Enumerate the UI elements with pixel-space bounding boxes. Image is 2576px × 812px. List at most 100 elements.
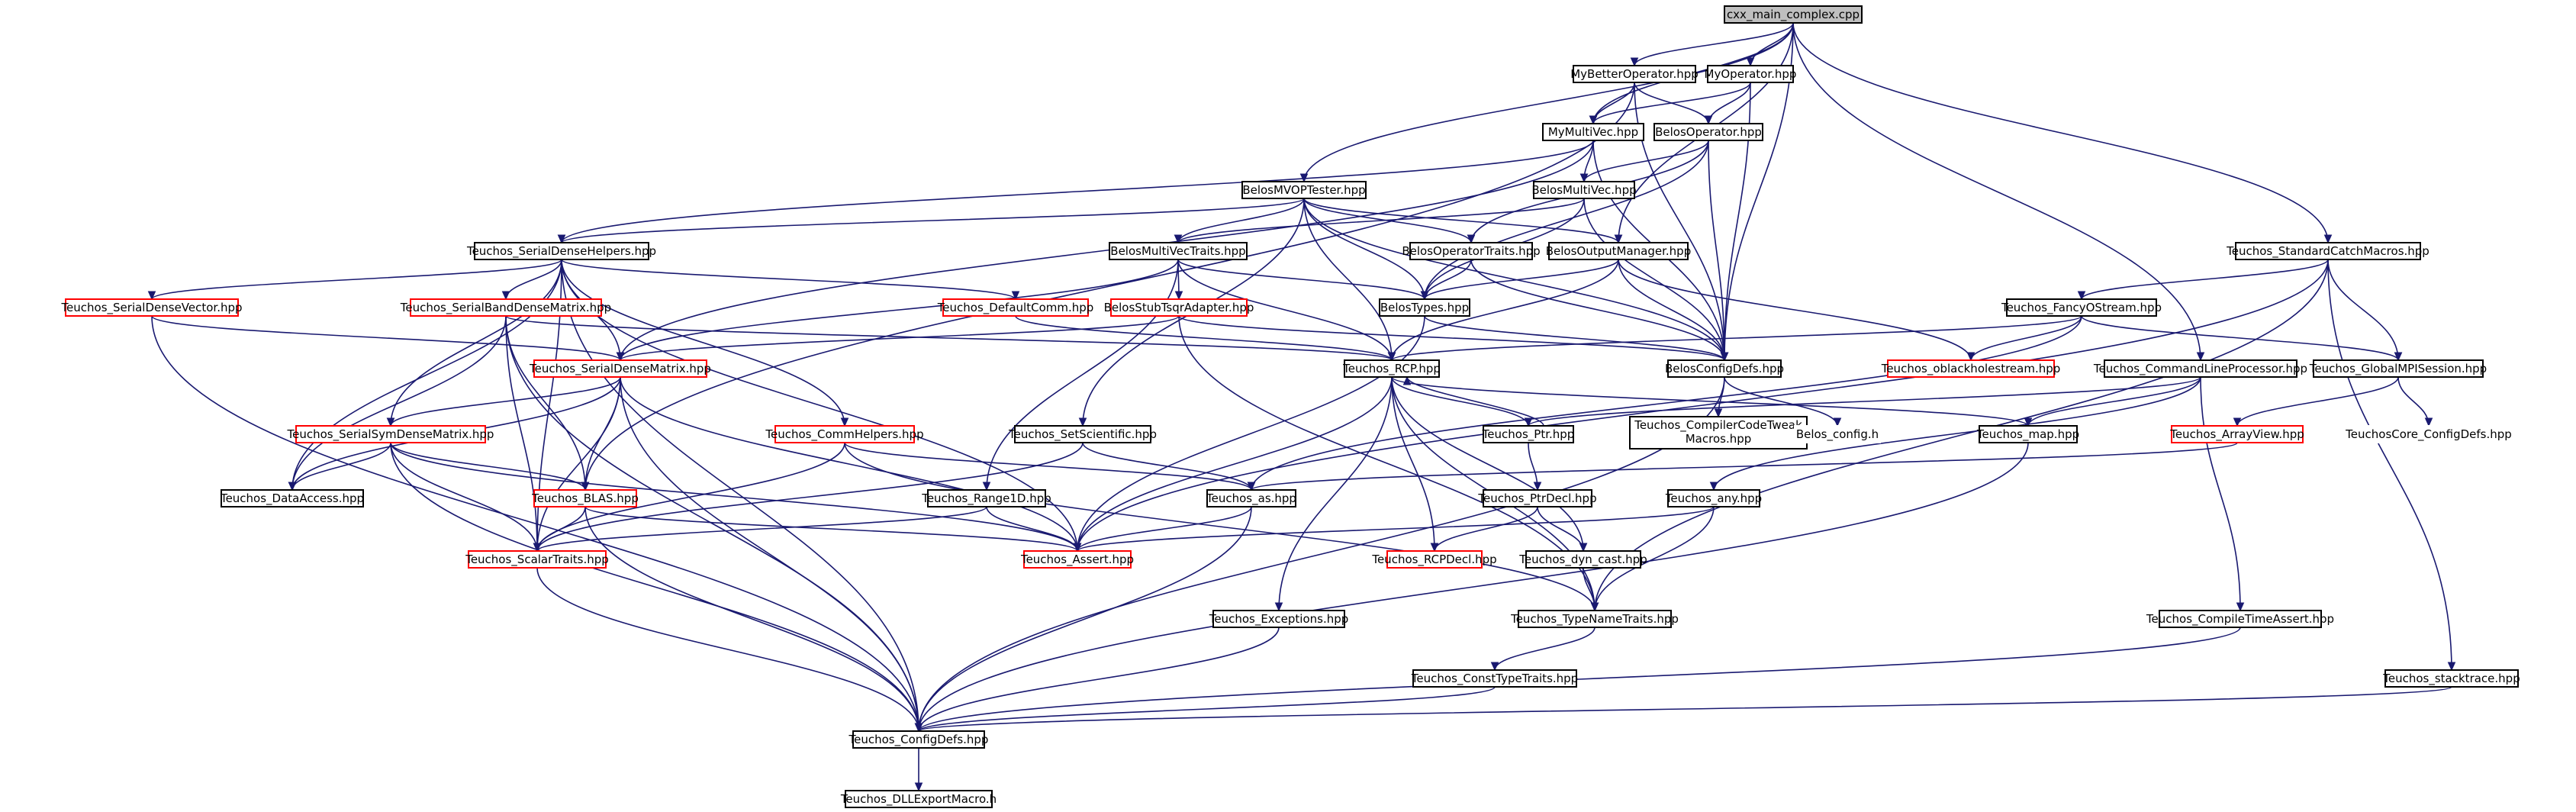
file-node-belosconfigh[interactable]: Belos_config.h xyxy=(1794,425,1881,443)
file-node-fancyo[interactable]: Teuchos_FancyOStream.hpp xyxy=(2001,298,2162,317)
dependency-edge xyxy=(2233,376,2399,427)
node-box xyxy=(1109,242,1248,260)
node-box xyxy=(2104,359,2297,378)
node-box xyxy=(65,298,239,317)
node-label: Teuchos_BLAS.hpp xyxy=(531,491,639,506)
file-node-globalmpi[interactable]: Teuchos_GlobalMPISession.hpp xyxy=(2309,359,2487,378)
node-label: Belos_config.h xyxy=(1796,427,1879,442)
node-label: Teuchos_SerialDenseVector.hpp xyxy=(60,301,242,315)
file-node-outmgr[interactable]: BelosOutputManager.hpp xyxy=(1546,242,1691,260)
node-label: Teuchos_SetScientific.hpp xyxy=(1008,427,1157,442)
file-node-sdhelpers[interactable]: Teuchos_SerialDenseHelpers.hpp xyxy=(466,242,656,260)
node-label: Teuchos_CommandLineProcessor.hpp xyxy=(2093,362,2307,376)
file-node-consttype[interactable]: Teuchos_ConstTypeTraits.hpp xyxy=(1411,669,1578,688)
node-label: Teuchos_Assert.hpp xyxy=(1020,553,1134,567)
file-node-typename[interactable]: Teuchos_TypeNameTraits.hpp xyxy=(1510,610,1679,628)
file-node-arrayview[interactable]: Teuchos_ArrayView.hpp xyxy=(2169,425,2304,443)
file-node-oblack[interactable]: Teuchos_oblackholestream.hpp xyxy=(1881,359,2061,378)
file-node-exceptions[interactable]: Teuchos_Exceptions.hpp xyxy=(1209,610,1349,628)
file-node-ssdmatrix[interactable]: Teuchos_SerialSymDenseMatrix.hpp xyxy=(287,425,494,443)
file-node-stubtsqr[interactable]: BelosStubTsqrAdapter.hpp xyxy=(1104,298,1254,317)
dependency-edge xyxy=(1387,315,2082,362)
file-node-blas[interactable]: Teuchos_BLAS.hpp xyxy=(531,489,639,508)
file-node-belosconfig[interactable]: BelosConfigDefs.hpp xyxy=(1665,359,1784,378)
dependency-edge xyxy=(914,442,2029,733)
arrowhead xyxy=(1714,408,1723,418)
arrowhead xyxy=(1590,602,1599,612)
node-box xyxy=(1542,123,1644,141)
file-node-assert[interactable]: Teuchos_Assert.hpp xyxy=(1020,550,1134,569)
node-box xyxy=(1525,550,1641,569)
file-node-cmdline[interactable]: Teuchos_CommandLineProcessor.hpp xyxy=(2093,359,2307,378)
file-node-belostypes[interactable]: BelosTypes.hpp xyxy=(1379,298,1470,317)
file-node-myop[interactable]: MyOperator.hpp xyxy=(1705,65,1797,83)
file-node-optraits[interactable]: BelosOperatorTraits.hpp xyxy=(1402,242,1541,260)
dependency-edge xyxy=(561,259,849,427)
arrowhead xyxy=(1011,291,1020,301)
file-node-rcpdecl[interactable]: Teuchos_RCPDecl.hpp xyxy=(1371,550,1497,569)
node-box xyxy=(1573,65,1696,83)
file-node-ptrdecl[interactable]: Teuchos_PtrDecl.hpp xyxy=(1477,489,1597,508)
file-node-rcp[interactable]: Teuchos_RCP.hpp xyxy=(1342,359,1441,378)
node-label: Teuchos_PtrDecl.hpp xyxy=(1477,491,1596,506)
file-node-stacktrace[interactable]: Teuchos_stacktrace.hpp xyxy=(2382,669,2520,688)
dependency-edge xyxy=(1402,375,1544,427)
file-node-range1d[interactable]: Teuchos_Range1D.hpp xyxy=(921,489,1051,508)
arrowhead xyxy=(1274,602,1283,612)
file-node-coreconfig[interactable]: TeuchosCore_ConfigDefs.hpp xyxy=(2345,425,2512,443)
node-label: Teuchos_GlobalMPISession.hpp xyxy=(2309,362,2487,376)
arrowhead xyxy=(2233,417,2242,427)
node-box xyxy=(1629,416,1808,450)
file-node-mymv[interactable]: MyMultiVec.hpp xyxy=(1542,123,1644,141)
file-node-dyncast[interactable]: Teuchos_dyn_cast.hpp xyxy=(1518,550,1647,569)
file-node-mvoptester[interactable]: BelosMVOPTester.hpp xyxy=(1241,181,1367,199)
arrowhead xyxy=(914,782,923,792)
file-node-belosop[interactable]: BelosOperator.hpp xyxy=(1653,123,1763,141)
file-node-commhelpers[interactable]: Teuchos_CommHelpers.hpp xyxy=(765,425,924,443)
node-label: Teuchos_Range1D.hpp xyxy=(921,491,1051,506)
file-node-configdefs[interactable]: Teuchos_ConfigDefs.hpp xyxy=(848,730,989,749)
file-node-setsci[interactable]: Teuchos_SetScientific.hpp xyxy=(1008,425,1157,443)
node-box xyxy=(2313,359,2484,378)
node-label: Teuchos_map.hpp xyxy=(1976,427,2079,442)
node-box xyxy=(927,489,1046,508)
arrowhead xyxy=(982,482,991,491)
arrowhead xyxy=(1174,234,1183,244)
node-box xyxy=(468,550,607,569)
file-node-any[interactable]: Teuchos_any.hpp xyxy=(1665,489,1762,508)
file-node-sdvector[interactable]: Teuchos_SerialDenseVector.hpp xyxy=(60,298,243,317)
file-node-ctassert[interactable]: Teuchos_CompileTimeAssert.hpp xyxy=(2146,610,2334,628)
node-box xyxy=(942,298,1089,317)
dependency-edge xyxy=(2081,315,2403,362)
dependency-edge xyxy=(557,140,1594,244)
file-node-ptr[interactable]: Teuchos_Ptr.hpp xyxy=(1482,425,1575,443)
arrowhead xyxy=(1704,115,1713,125)
node-box xyxy=(1667,489,1760,508)
arrowhead xyxy=(1078,417,1087,427)
dependency-edge xyxy=(1247,442,2238,491)
file-node-root: cxx_main_complex.cpp xyxy=(1724,5,1863,24)
arrowhead xyxy=(1247,482,1256,491)
dependency-edge xyxy=(1528,442,1542,491)
dependency-edge xyxy=(1073,506,1715,553)
file-node-defcomm[interactable]: Teuchos_DefaultComm.hpp xyxy=(937,298,1094,317)
node-label: BelosOperator.hpp xyxy=(1655,125,1762,139)
arrowhead xyxy=(1402,375,1412,385)
file-node-dataaccess[interactable]: Teuchos_DataAccess.hpp xyxy=(220,489,364,508)
file-node-scalartraits[interactable]: Teuchos_ScalarTraits.hpp xyxy=(465,550,609,569)
dependency-edge xyxy=(1430,506,1538,553)
node-label: BelosStubTsqrAdapter.hpp xyxy=(1104,301,1254,314)
file-node-belosmv[interactable]: BelosMultiVec.hpp xyxy=(1531,181,1637,199)
file-node-stdcatch[interactable]: Teuchos_StandardCatchMacros.hpp xyxy=(2226,242,2429,260)
dependency-edge xyxy=(386,376,621,427)
file-node-mybetterop[interactable]: MyBetterOperator.hpp xyxy=(1570,65,1699,83)
file-node-map[interactable]: Teuchos_map.hpp xyxy=(1976,425,2079,443)
file-node-sdmatrix[interactable]: Teuchos_SerialDenseMatrix.hpp xyxy=(529,359,711,378)
node-box xyxy=(1014,425,1151,443)
file-node-mvtraits[interactable]: BelosMultiVecTraits.hpp xyxy=(1109,242,1248,260)
file-node-as[interactable]: Teuchos_as.hpp xyxy=(1206,489,1296,508)
file-node-sbdmatrix[interactable]: Teuchos_SerialBandDenseMatrix.hpp xyxy=(400,298,611,317)
node-label: MyBetterOperator.hpp xyxy=(1570,67,1699,81)
file-node-dllexport[interactable]: Teuchos_DLLExportMacro.h xyxy=(840,790,997,808)
